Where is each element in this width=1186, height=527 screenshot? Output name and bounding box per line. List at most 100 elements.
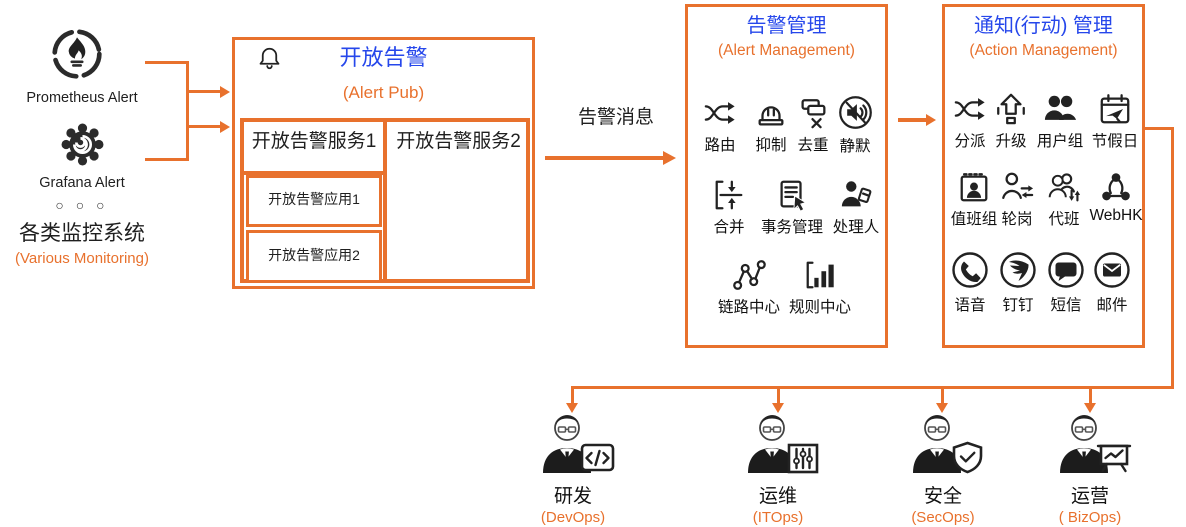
act-item-label: WebHK — [1089, 207, 1143, 224]
act-item-label: 语音 — [954, 297, 986, 314]
am-item-label: 抑制 — [755, 137, 787, 154]
distribution-vertical — [1171, 127, 1174, 389]
am-item-label: 去重 — [797, 137, 829, 154]
connector-junction — [186, 61, 189, 161]
connector-prometheus — [145, 61, 189, 64]
link-nodes-icon — [732, 258, 766, 292]
drop-arrowhead-4 — [1083, 403, 1096, 413]
act-item-rotation: 轮岗 — [985, 170, 1049, 229]
alert-management-box — [685, 4, 888, 348]
app1-box — [246, 175, 382, 227]
developer-icon — [531, 413, 615, 479]
grafana-icon — [60, 122, 105, 167]
persona-sublabel: (DevOps) — [540, 509, 606, 526]
distribution-horizontal — [571, 386, 1174, 389]
connector-grafana — [145, 158, 189, 161]
am-item-tickets: 事务管理 — [760, 178, 824, 237]
bizops-icon — [1048, 413, 1132, 479]
act-item-label: 节假日 — [1091, 133, 1139, 150]
action-management-subtitle: (Action Management) — [969, 42, 1118, 59]
webhook-icon — [1099, 170, 1133, 204]
am-item-link-center: 链路中心 — [717, 258, 781, 317]
act-item-label: 代班 — [1048, 211, 1080, 228]
services-divider — [383, 118, 387, 283]
shuffle-icon — [703, 96, 737, 130]
prometheus-icon — [50, 27, 104, 81]
act-item-holiday: 节假日 — [1083, 92, 1147, 151]
action-exit-stem — [1145, 127, 1174, 130]
act-item-escalate: 升级 — [979, 92, 1043, 151]
bar-chart-icon — [803, 258, 837, 292]
act-item-label: 短信 — [1050, 297, 1082, 314]
am-item-label: 事务管理 — [760, 219, 823, 236]
am-to-action-arrow-stem — [898, 118, 928, 122]
app1-label: 开放告警应用1 — [268, 191, 360, 207]
task-list-icon — [775, 178, 809, 212]
alert-message-arrowhead — [663, 150, 676, 165]
secops-icon — [901, 413, 985, 479]
drop-arrow-stem-1 — [571, 386, 574, 404]
itops-icon — [736, 413, 820, 479]
drop-arrow-stem-4 — [1088, 386, 1092, 404]
am-item-label: 链路中心 — [717, 299, 780, 316]
act-item-sms: 短信 — [1034, 250, 1098, 315]
act-item-oncall-group: 值班组 — [942, 170, 1006, 229]
service2-label: 开放告警服务2 — [396, 131, 521, 152]
act-item-dispatch: 分派 — [938, 92, 1002, 151]
am-item-dedupe: 去重 — [781, 96, 845, 155]
am-item-silence: 静默 — [823, 94, 887, 156]
act-item-user-group: 用户组 — [1028, 92, 1092, 151]
assignee-icon — [839, 178, 873, 212]
alert-pub-title: 开放告警 — [339, 45, 428, 70]
act-item-label: 值班组 — [950, 211, 998, 228]
act-item-label: 钉钉 — [1002, 297, 1034, 314]
alert-pub-subtitle: (Alert Pub) — [342, 83, 425, 102]
action-management-title: 通知(行动) 管理 — [974, 15, 1113, 37]
am-item-label: 静默 — [839, 138, 871, 155]
alert-management-title: 告警管理 — [746, 15, 827, 37]
am-item-label: 合并 — [713, 219, 745, 236]
connector-arrow2-stem — [186, 125, 222, 128]
user-group-icon — [1043, 92, 1077, 126]
escalate-arrow-icon — [994, 92, 1028, 126]
app2-box — [246, 230, 382, 283]
holiday-calendar-icon — [1098, 92, 1132, 126]
persona-sublabel: (SecOps) — [911, 509, 975, 526]
service1-divider — [240, 171, 387, 175]
voice-call-icon — [950, 250, 990, 290]
drop-arrowhead-2 — [771, 403, 784, 413]
persona-label: 安全 — [923, 486, 962, 507]
act-item-webhook: WebHK — [1084, 170, 1148, 225]
dingtalk-icon — [998, 250, 1038, 290]
am-item-label: 路由 — [704, 137, 736, 154]
app2-label: 开放告警应用2 — [268, 247, 360, 263]
persona-label: 运维 — [758, 486, 797, 507]
drop-arrowhead-3 — [936, 403, 948, 413]
more-sources-dots: ○ ○ ○ — [55, 197, 109, 213]
drop-arrowhead-1 — [566, 403, 578, 413]
act-item-label: 邮件 — [1096, 297, 1128, 314]
persona-devops: 研发 (DevOps) — [513, 413, 633, 526]
act-item-label: 升级 — [995, 133, 1027, 150]
persona-itops: 运维 (ITOps) — [718, 413, 838, 526]
mute-icon — [837, 94, 874, 131]
act-item-shift-swap: 代班 — [1032, 170, 1096, 229]
am-item-route: 路由 — [688, 96, 752, 155]
arrowhead-into-alertpub-1 — [220, 85, 230, 98]
am-item-suppress: 抑制 — [739, 96, 803, 155]
act-item-label: 轮岗 — [1001, 211, 1033, 228]
mail-icon — [1092, 250, 1132, 290]
action-management-box — [942, 4, 1145, 348]
various-monitoring-subtitle: (Various Monitoring) — [15, 250, 149, 267]
persona-sublabel: ( BizOps) — [1058, 509, 1122, 526]
shift-swap-icon — [1047, 170, 1081, 204]
alert-management-subtitle: (Alert Management) — [718, 42, 855, 59]
persona-sublabel: (ITOps) — [752, 509, 804, 526]
am-to-action-arrowhead — [926, 113, 936, 126]
persona-label: 研发 — [553, 486, 592, 507]
prometheus-label: Prometheus Alert — [26, 90, 138, 106]
persona-secops: 安全 (SecOps) — [883, 413, 1003, 526]
act-item-dingtalk: 钉钉 — [986, 250, 1050, 315]
act-item-voice: 语音 — [938, 250, 1002, 315]
